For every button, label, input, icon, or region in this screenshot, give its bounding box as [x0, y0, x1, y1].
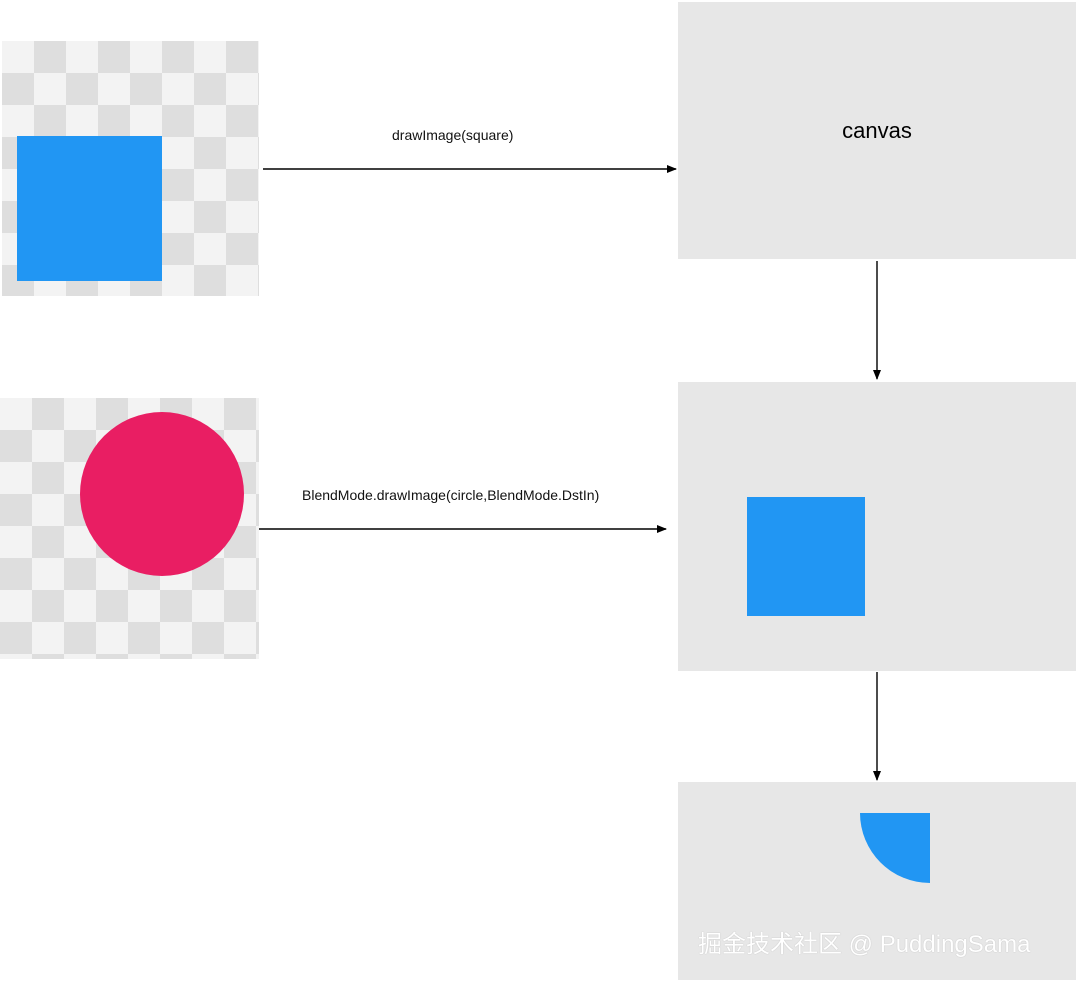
source-circle-image — [0, 398, 259, 659]
canvas-stage-result — [678, 782, 1076, 980]
canvas-stage-square — [678, 382, 1076, 671]
blend-mode-label: BlendMode.drawImage(circle,BlendMode.Dst… — [302, 487, 600, 503]
source-square-image — [2, 41, 259, 296]
canvas-stage-empty: canvas — [678, 2, 1076, 259]
blue-square — [17, 136, 162, 281]
pink-circle — [80, 412, 244, 576]
quarter-circle-result — [860, 813, 930, 883]
draw-square-label: drawImage(square) — [392, 127, 514, 143]
canvas-label: canvas — [842, 118, 912, 143]
drawn-square — [747, 497, 865, 616]
watermark-text: 掘金技术社区 @ PuddingSama — [698, 931, 1031, 958]
